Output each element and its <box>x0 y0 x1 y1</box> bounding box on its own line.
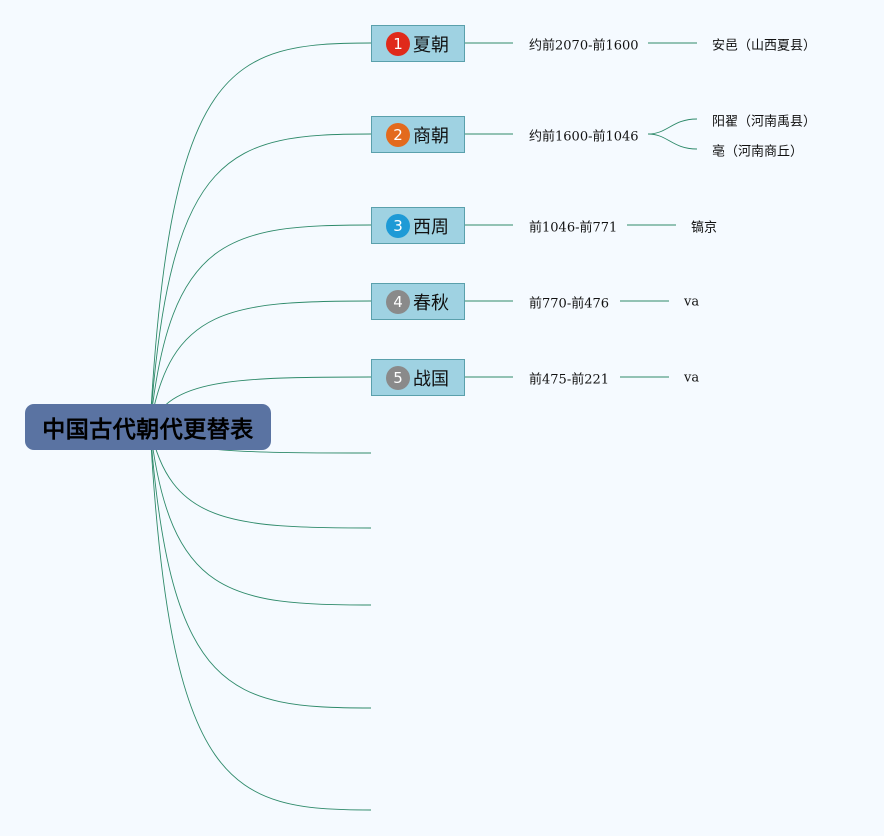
period-label[interactable]: 前770-前476 <box>529 296 610 312</box>
period-label[interactable]: 前475-前221 <box>529 372 610 388</box>
number-badge-icon: 4 <box>386 289 410 314</box>
topic-spring-autumn[interactable]: 4 春秋 <box>371 283 465 320</box>
topic-warring-states[interactable]: 5 战国 <box>371 359 465 396</box>
empty-branch-line <box>149 426 372 529</box>
empty-branch-line <box>149 426 372 606</box>
period-label[interactable]: 约前1600-前1046 <box>529 129 639 145</box>
topic-label: 西周 <box>413 216 449 238</box>
topic-shang[interactable]: 2 商朝 <box>371 116 465 153</box>
empty-branch-line <box>149 426 372 811</box>
topic-xia[interactable]: 1 夏朝 <box>371 25 465 62</box>
period-label[interactable]: 前1046-前771 <box>529 220 618 236</box>
root-branch-line <box>149 224 372 428</box>
root-branch-line <box>149 300 372 428</box>
capital-label[interactable]: 亳（河南商丘） <box>712 144 804 160</box>
topic-label: 战国 <box>413 368 449 390</box>
capital-label[interactable]: va <box>684 294 700 310</box>
root-topic[interactable]: 中国古代朝代更替表 <box>25 404 271 450</box>
empty-branch-line <box>149 426 372 709</box>
capital-label[interactable]: 镐京 <box>691 220 718 236</box>
topic-western-zhou[interactable]: 3 西周 <box>371 207 465 244</box>
number-badge-icon: 2 <box>386 122 410 147</box>
root-branch-line <box>149 42 372 428</box>
capital-label[interactable]: 安邑（山西夏县） <box>712 38 817 54</box>
number-badge-icon: 3 <box>386 213 410 238</box>
topic-label: 春秋 <box>413 292 449 314</box>
topic-label: 夏朝 <box>413 34 449 56</box>
capital-label[interactable]: va <box>684 370 700 386</box>
root-topic-label: 中国古代朝代更替表 <box>42 417 254 443</box>
period-label[interactable]: 约前2070-前1600 <box>529 38 639 54</box>
capital-label[interactable]: 阳翟（河南禹县） <box>712 114 817 130</box>
topic-label: 商朝 <box>413 125 449 147</box>
number-badge-icon: 5 <box>386 365 410 390</box>
capital-connector-line <box>647 118 698 135</box>
root-branch-line <box>149 133 372 428</box>
capital-connector-line <box>647 133 698 150</box>
number-badge-icon: 1 <box>386 31 410 56</box>
